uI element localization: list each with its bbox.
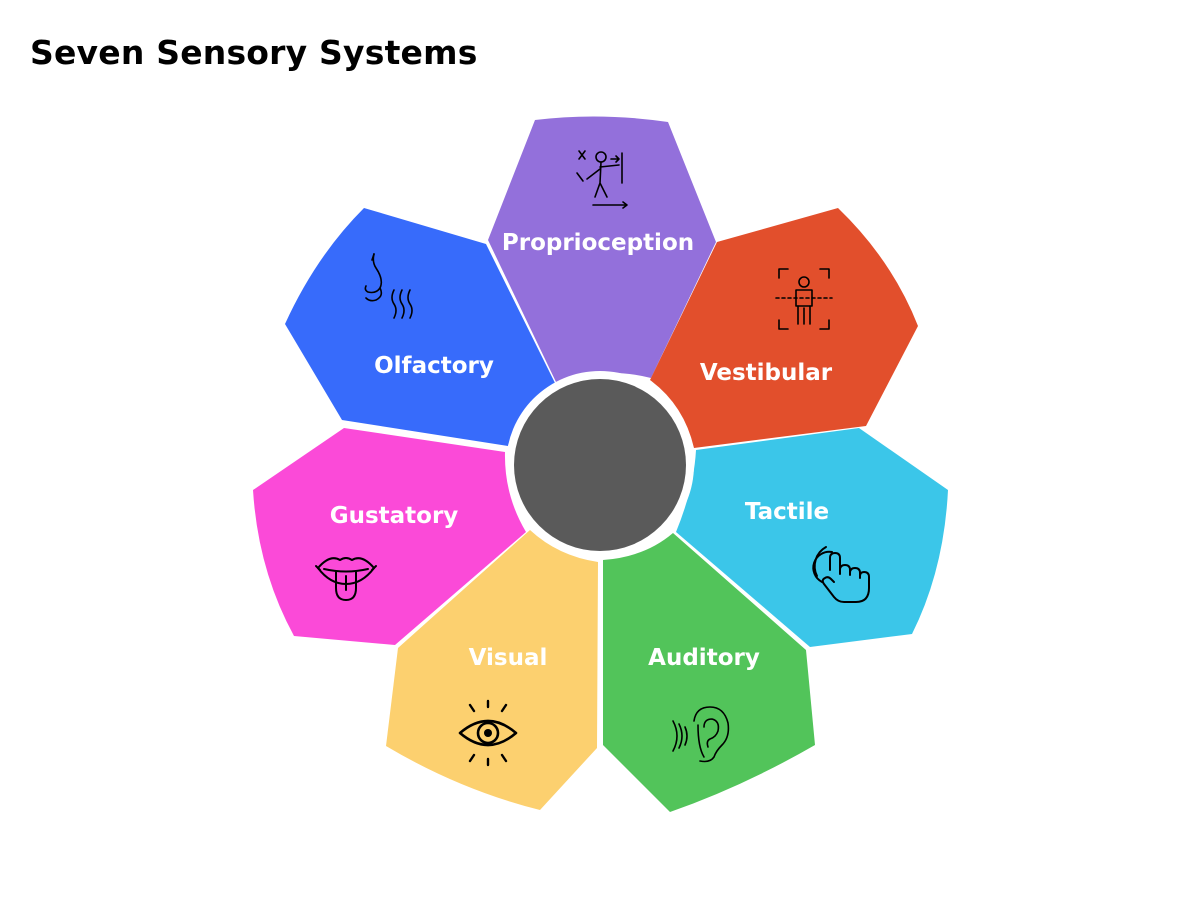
petal-vestibular-shape [650,208,918,448]
petal-proprioception-shape [488,116,716,382]
center-circle [514,379,686,551]
eye-icon [458,699,518,767]
tongue-icon [315,557,377,601]
petal-auditory-shape [603,533,815,812]
petal-proprioception: Proprioception [488,116,716,382]
petal-gustatory-label: Gustatory [330,503,459,529]
petal-visual: Visual [386,530,598,810]
petal-proprioception-label: Proprioception [502,230,694,256]
petal-auditory: Auditory [603,533,815,812]
petal-vestibular-label: Vestibular [700,360,833,386]
page-title: Seven Sensory Systems [30,33,478,72]
ear-icon [672,706,730,763]
petal-olfactory-label: Olfactory [374,353,494,379]
petal-gustatory: Gustatory [253,428,526,645]
touch-hand-icon [812,546,870,603]
petal-olfactory: Olfactory [285,208,556,446]
body-position-icon [576,150,628,209]
petal-olfactory-shape [285,208,556,446]
petal-tactile: Tactile [676,428,948,647]
petal-tactile-label: Tactile [745,499,829,525]
petal-vestibular: Vestibular [650,208,918,448]
petal-auditory-label: Auditory [648,645,760,671]
nose-icon [364,253,413,319]
balance-icon [775,268,833,330]
petal-visual-label: Visual [469,645,548,671]
petal-tactile-shape [676,428,948,647]
petal-gustatory-shape [253,428,526,645]
petal-visual-shape [386,530,598,810]
